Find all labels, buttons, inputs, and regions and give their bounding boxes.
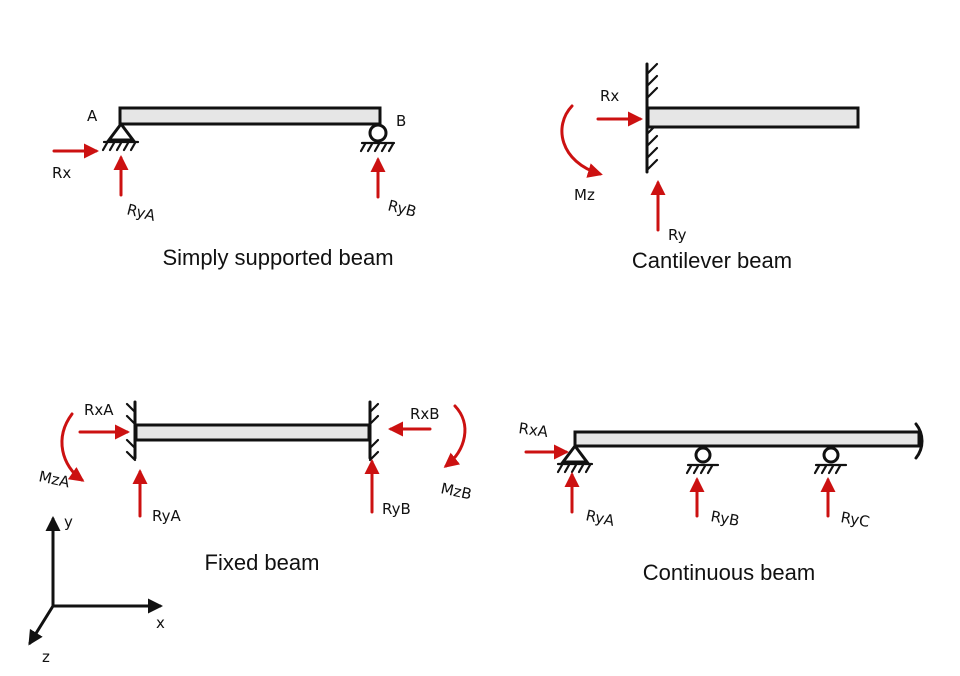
y-axis-label: y xyxy=(64,513,73,531)
continuous-label-rya: RyA xyxy=(584,506,617,530)
z-axis-label: z xyxy=(42,648,50,666)
fixed-label-rya: RyA xyxy=(152,507,181,525)
continuous-roller-support-c xyxy=(813,446,848,475)
label-ryb: RyB xyxy=(386,196,418,220)
continuous-beam-break xyxy=(914,422,924,460)
continuous-pin-support-a xyxy=(556,443,594,474)
fixed-label-rxb: RxB xyxy=(410,405,440,423)
continuous-beam-body xyxy=(573,430,921,448)
label-b: B xyxy=(396,112,406,130)
simply-supported-beam-body xyxy=(118,106,382,126)
coordinate-axes: y x z xyxy=(28,513,165,666)
caption-cantilever: Cantilever beam xyxy=(632,248,792,273)
fixed-beam-body xyxy=(134,423,371,442)
fixed-label-mzb: MzB xyxy=(439,479,473,503)
x-axis-label: x xyxy=(156,614,165,632)
cantilever-label-ry: Ry xyxy=(668,226,687,244)
cantilever-mz-arrow xyxy=(560,104,603,178)
caption-continuous: Continuous beam xyxy=(643,560,815,585)
fixed-label-mza: MzA xyxy=(37,467,72,491)
continuous-label-rxa: RxA xyxy=(517,419,550,441)
cantilever-diagram: Rx Ry Mz Cantilever beam xyxy=(560,62,860,273)
simply-supported-diagram: A B Rx RyA RyB Simply supported beam xyxy=(52,106,418,270)
continuous-roller-support-b xyxy=(685,446,720,475)
fixed-beam-diagram: RxA RxB MzA MzB RyA RyB Fixed beam xyxy=(37,400,473,575)
fixed-mza-arrow xyxy=(60,412,85,482)
fixed-label-rxa: RxA xyxy=(84,401,114,419)
cantilever-label-rx: Rx xyxy=(600,87,619,105)
label-a: A xyxy=(87,107,98,125)
label-rx: Rx xyxy=(52,164,71,182)
fixed-wall-left xyxy=(125,400,137,462)
label-rya: RyA xyxy=(125,200,158,225)
pin-support-a xyxy=(101,121,140,152)
roller-support-b xyxy=(359,123,396,153)
continuous-label-ryc: RyC xyxy=(839,508,871,531)
cantilever-label-mz: Mz xyxy=(574,186,595,204)
continuous-beam-diagram: RxA RyA RyB RyC Continuous beam xyxy=(517,419,924,585)
continuous-label-ryb: RyB xyxy=(709,507,740,530)
caption-fixed: Fixed beam xyxy=(205,550,320,575)
z-axis-arrow xyxy=(28,604,55,646)
fixed-mzb-arrow xyxy=(443,404,467,468)
fixed-label-ryb: RyB xyxy=(382,500,411,518)
fixed-wall-right xyxy=(368,400,380,462)
cantilever-beam-body xyxy=(646,106,860,129)
caption-simply-supported: Simply supported beam xyxy=(162,245,393,270)
